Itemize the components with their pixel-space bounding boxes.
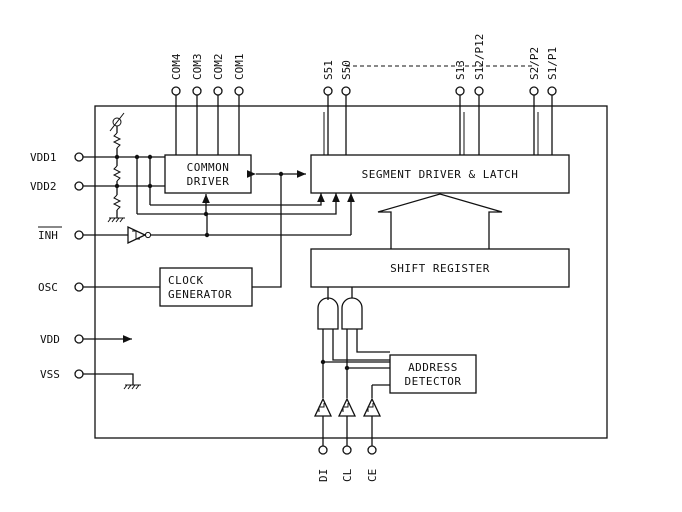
pin-label-com2: COM2 bbox=[212, 54, 225, 81]
and-gate-2 bbox=[341, 287, 363, 342]
pin-label-ce: CE bbox=[366, 469, 379, 482]
top-pin-s1p1[interactable]: S1/P1 bbox=[546, 47, 559, 155]
clock-generator-label-1: CLOCK bbox=[168, 274, 204, 287]
top-pin-com1[interactable]: COM1 bbox=[233, 54, 246, 156]
top-pin-s2p2[interactable]: S2/P2 bbox=[528, 47, 541, 155]
clock-generator-label-2: GENERATOR bbox=[168, 288, 232, 301]
bottom-pin-di[interactable]: DI bbox=[317, 416, 330, 482]
ce-buffer bbox=[362, 397, 382, 417]
di-buffer bbox=[313, 397, 333, 417]
pin-label-vdd2: VDD2 bbox=[30, 180, 57, 193]
inh-buffer bbox=[127, 193, 355, 245]
pin-label-osc: OSC bbox=[38, 281, 58, 294]
top-pin-com4[interactable]: COM4 bbox=[170, 53, 183, 155]
segment-driver-block: SEGMENT DRIVER & LATCH bbox=[310, 154, 570, 194]
pin-label-s1p1: S1/P1 bbox=[546, 47, 559, 80]
top-pin-s13[interactable]: S13 bbox=[454, 60, 467, 155]
bus-arrow bbox=[377, 193, 503, 249]
top-pin-com2[interactable]: COM2 bbox=[212, 54, 225, 156]
left-pin-inh[interactable]: INH bbox=[38, 226, 128, 242]
pin-label-vdd: VDD bbox=[40, 333, 60, 346]
shift-register-label: SHIFT REGISTER bbox=[390, 262, 490, 275]
left-pin-vdd[interactable]: VDD bbox=[40, 333, 132, 346]
left-pin-osc[interactable]: OSC bbox=[38, 281, 160, 294]
pin-label-com1: COM1 bbox=[233, 54, 246, 81]
chip-outline bbox=[94, 105, 608, 439]
pin-label-vdd1: VDD1 bbox=[30, 151, 57, 164]
bottom-pin-cl[interactable]: CL bbox=[341, 416, 354, 482]
top-pin-s51[interactable]: S51 bbox=[322, 60, 335, 155]
pin-label-com3: COM3 bbox=[191, 54, 204, 81]
address-detector-label-1: ADDRESS bbox=[408, 361, 458, 374]
pin-label-inh: INH bbox=[38, 229, 58, 242]
pin-label-di: DI bbox=[317, 469, 330, 482]
left-pin-vdd2[interactable]: VDD2 bbox=[30, 180, 165, 193]
cl-buffer bbox=[337, 397, 357, 417]
address-detector-block: ADDRESS DETECTOR bbox=[389, 354, 477, 394]
common-driver-label-1: COMMON bbox=[187, 161, 230, 174]
bottom-pin-ce[interactable]: CE bbox=[366, 416, 379, 482]
pin-label-s50: S50 bbox=[340, 60, 353, 80]
segment-driver-label: SEGMENT DRIVER & LATCH bbox=[362, 168, 519, 181]
shift-register-block: SHIFT REGISTER bbox=[310, 248, 570, 288]
pin-label-s12p12: S12/P12 bbox=[473, 34, 486, 80]
left-pin-vss[interactable]: VSS bbox=[40, 368, 141, 390]
common-driver-block: COMMON DRIVER bbox=[164, 154, 252, 194]
pin-label-cl: CL bbox=[341, 468, 354, 482]
pin-label-s51: S51 bbox=[322, 60, 335, 80]
common-driver-label-2: DRIVER bbox=[187, 175, 230, 188]
pin-label-com4: COM4 bbox=[170, 53, 183, 80]
address-detector-label-2: DETECTOR bbox=[405, 375, 462, 388]
and-gate-1 bbox=[317, 287, 339, 342]
resistor-ladder bbox=[107, 112, 153, 223]
top-pin-s50[interactable]: S50 bbox=[340, 60, 353, 155]
left-pin-vdd1[interactable]: VDD1 bbox=[30, 151, 165, 164]
top-pin-s12p12[interactable]: S12/P12 bbox=[473, 34, 486, 155]
clock-generator-block: CLOCK GENERATOR bbox=[159, 267, 253, 307]
top-pin-com3[interactable]: COM3 bbox=[191, 54, 204, 156]
pin-label-s13: S13 bbox=[454, 60, 467, 80]
pin-label-vss: VSS bbox=[40, 368, 60, 381]
pin-label-s2p2: S2/P2 bbox=[528, 47, 541, 80]
